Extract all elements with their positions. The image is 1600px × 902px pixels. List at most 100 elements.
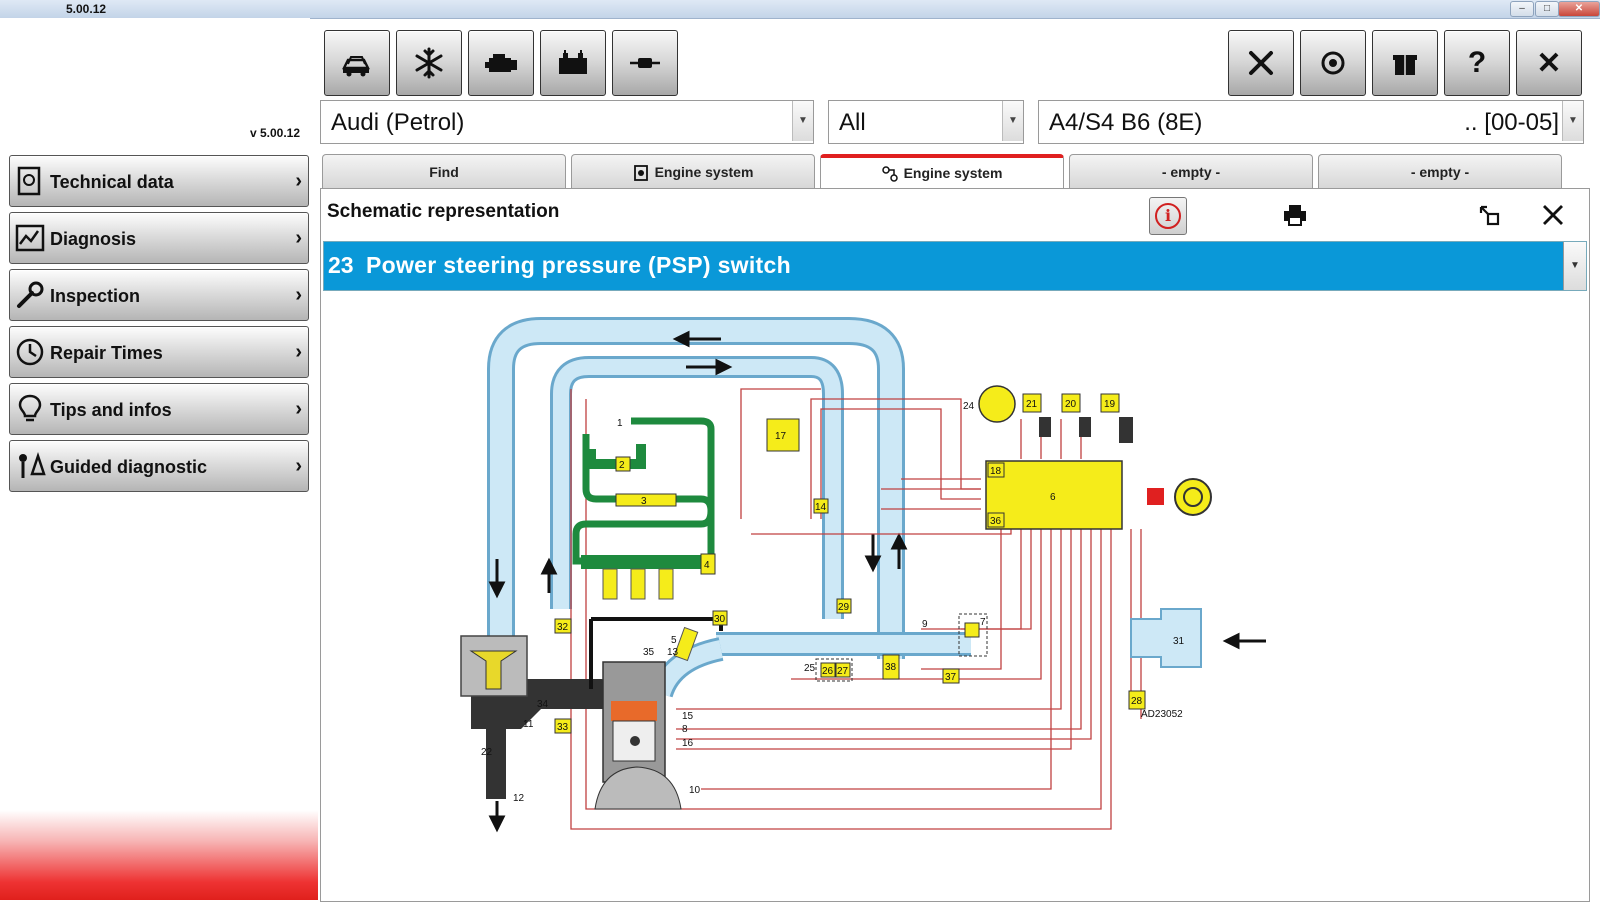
svg-text:9: 9 [922, 619, 928, 630]
schematic-ref-code: AD23052 [1141, 709, 1183, 720]
chevron-right-icon: › [295, 398, 302, 420]
connector-icon [630, 58, 660, 68]
filter-select[interactable]: All ▼ [828, 100, 1024, 144]
engine-button[interactable] [468, 30, 534, 96]
model-select[interactable]: A4/S4 B6 (8E) .. [00-05] ▼ [1038, 100, 1584, 144]
filter-select-value: All [839, 109, 866, 136]
tools-icon [1249, 51, 1273, 75]
close-button[interactable]: ✕ [1516, 30, 1582, 96]
close-panel-button[interactable] [1535, 197, 1571, 233]
svg-text:17: 17 [775, 431, 787, 442]
gift-button[interactable] [1372, 30, 1438, 96]
make-select[interactable]: Audi (Petrol) ▼ [320, 100, 814, 144]
make-select-value: Audi (Petrol) [331, 109, 465, 136]
close-icon: ✕ [1536, 46, 1562, 80]
chevron-right-icon: › [295, 455, 302, 477]
sidebar-item-label: Inspection [50, 286, 141, 306]
sidebar-item-repair-times[interactable]: Repair Times › [9, 326, 309, 378]
svg-text:24: 24 [963, 401, 975, 412]
ecu-module: 6 18 36 [985, 460, 1212, 530]
battery-button[interactable] [540, 30, 606, 96]
lightbulb-icon [18, 394, 42, 422]
tab-empty-2[interactable]: - empty - [1318, 154, 1562, 189]
tab-label: Engine system [903, 165, 1003, 181]
info-icon: i [1155, 203, 1181, 229]
minimize-button[interactable]: – [1510, 1, 1534, 17]
sidebar-item-tips-and-infos[interactable]: Tips and infos › [9, 383, 309, 435]
update-button[interactable] [1300, 30, 1366, 96]
expand-button[interactable] [1471, 197, 1507, 233]
svg-text:4: 4 [704, 560, 710, 571]
maximize-button[interactable]: □ [1535, 1, 1559, 17]
tab-find[interactable]: Find [322, 154, 566, 189]
chevron-right-icon: › [295, 170, 302, 192]
tab-engine-system-2[interactable]: Engine system [820, 154, 1064, 190]
sidebar-item-diagnosis[interactable]: Diagnosis › [9, 212, 309, 264]
print-button[interactable] [1277, 197, 1313, 233]
svg-text:35: 35 [643, 647, 655, 658]
battery-icon [559, 50, 587, 74]
svg-text:19: 19 [1104, 399, 1116, 410]
svg-text:28: 28 [1131, 696, 1143, 707]
engine-system-icon [633, 165, 648, 182]
svg-text:3: 3 [641, 496, 647, 507]
model-select-value: A4/S4 B6 (8E) [1049, 109, 1203, 136]
sidebar-item-inspection[interactable]: Inspection › [9, 269, 309, 321]
svg-text:30: 30 [714, 614, 726, 625]
help-button[interactable]: ? [1444, 30, 1510, 96]
chevron-down-icon[interactable]: ▼ [1562, 101, 1583, 141]
help-icon: ? [1467, 46, 1487, 79]
chevron-down-icon[interactable]: ▼ [1563, 242, 1586, 290]
guided-diagnostic-icon [19, 452, 46, 478]
diagnosis-icon [15, 224, 45, 252]
tools-button[interactable] [1228, 30, 1294, 96]
svg-text:31: 31 [1173, 636, 1185, 647]
component-number: 23 [328, 252, 354, 278]
info-button[interactable]: i [1149, 197, 1187, 235]
svg-text:29: 29 [838, 602, 850, 613]
sidebar-item-label: Guided diagnostic [50, 457, 208, 477]
chevron-down-icon[interactable]: ▼ [1002, 101, 1023, 141]
chevron-right-icon: › [295, 284, 302, 306]
svg-text:1: 1 [617, 418, 623, 429]
svg-text:21: 21 [1026, 399, 1038, 410]
chevron-right-icon: › [295, 227, 302, 249]
svg-text:25: 25 [804, 663, 816, 674]
tab-label: - empty - [1161, 164, 1221, 180]
tab-engine-system-1[interactable]: Engine system [571, 154, 815, 189]
svg-text:6: 6 [1050, 492, 1056, 503]
tab-label: - empty - [1410, 164, 1470, 180]
component-select[interactable]: 23 Power steering pressure (PSP) switch … [323, 241, 1587, 291]
connector-button[interactable] [612, 30, 678, 96]
component-name: Power steering pressure (PSP) switch [366, 252, 791, 278]
chevron-right-icon: › [295, 341, 302, 363]
sidebar-item-guided-diagnostic[interactable]: Guided diagnostic › [9, 440, 309, 492]
tab-label: Engine system [654, 164, 754, 180]
sidebar-item-label: Diagnosis [50, 229, 137, 249]
sidebar-item-technical-data[interactable]: Technical data › [9, 155, 309, 207]
component-labels: 17 14 2 3 4 1 29 30 32 33 26 27 25 38 37… [481, 418, 1183, 804]
sidebar-item-label: Repair Times [50, 343, 163, 363]
chevron-down-icon[interactable]: ▼ [792, 101, 813, 141]
model-years-value: .. [00-05] [1464, 109, 1559, 136]
svg-text:27: 27 [837, 666, 849, 677]
svg-text:16: 16 [682, 738, 694, 749]
update-icon [1321, 51, 1345, 75]
svg-text:34: 34 [537, 699, 549, 710]
panel-title: Schematic representation [327, 201, 560, 222]
svg-text:7: 7 [980, 617, 986, 628]
printer-icon [1284, 205, 1306, 226]
tab-empty-1[interactable]: - empty - [1069, 154, 1313, 189]
svg-text:22: 22 [481, 747, 493, 758]
svg-text:13: 13 [667, 647, 679, 658]
air-conditioning-button[interactable] [396, 30, 462, 96]
vehicles-button[interactable] [324, 30, 390, 96]
engine-block [594, 661, 682, 810]
svg-text:11: 11 [523, 719, 534, 730]
technical-data-icon [17, 166, 41, 196]
expand-icon [1479, 205, 1500, 226]
svg-text:26: 26 [822, 666, 834, 677]
wrench-icon [17, 281, 44, 308]
window-close-button[interactable]: ✕ [1558, 1, 1600, 17]
engine-schematic-diagram: 6 18 36 24 21 20 19 31 17 14 2 3 4 1 29 [460, 317, 1266, 833]
